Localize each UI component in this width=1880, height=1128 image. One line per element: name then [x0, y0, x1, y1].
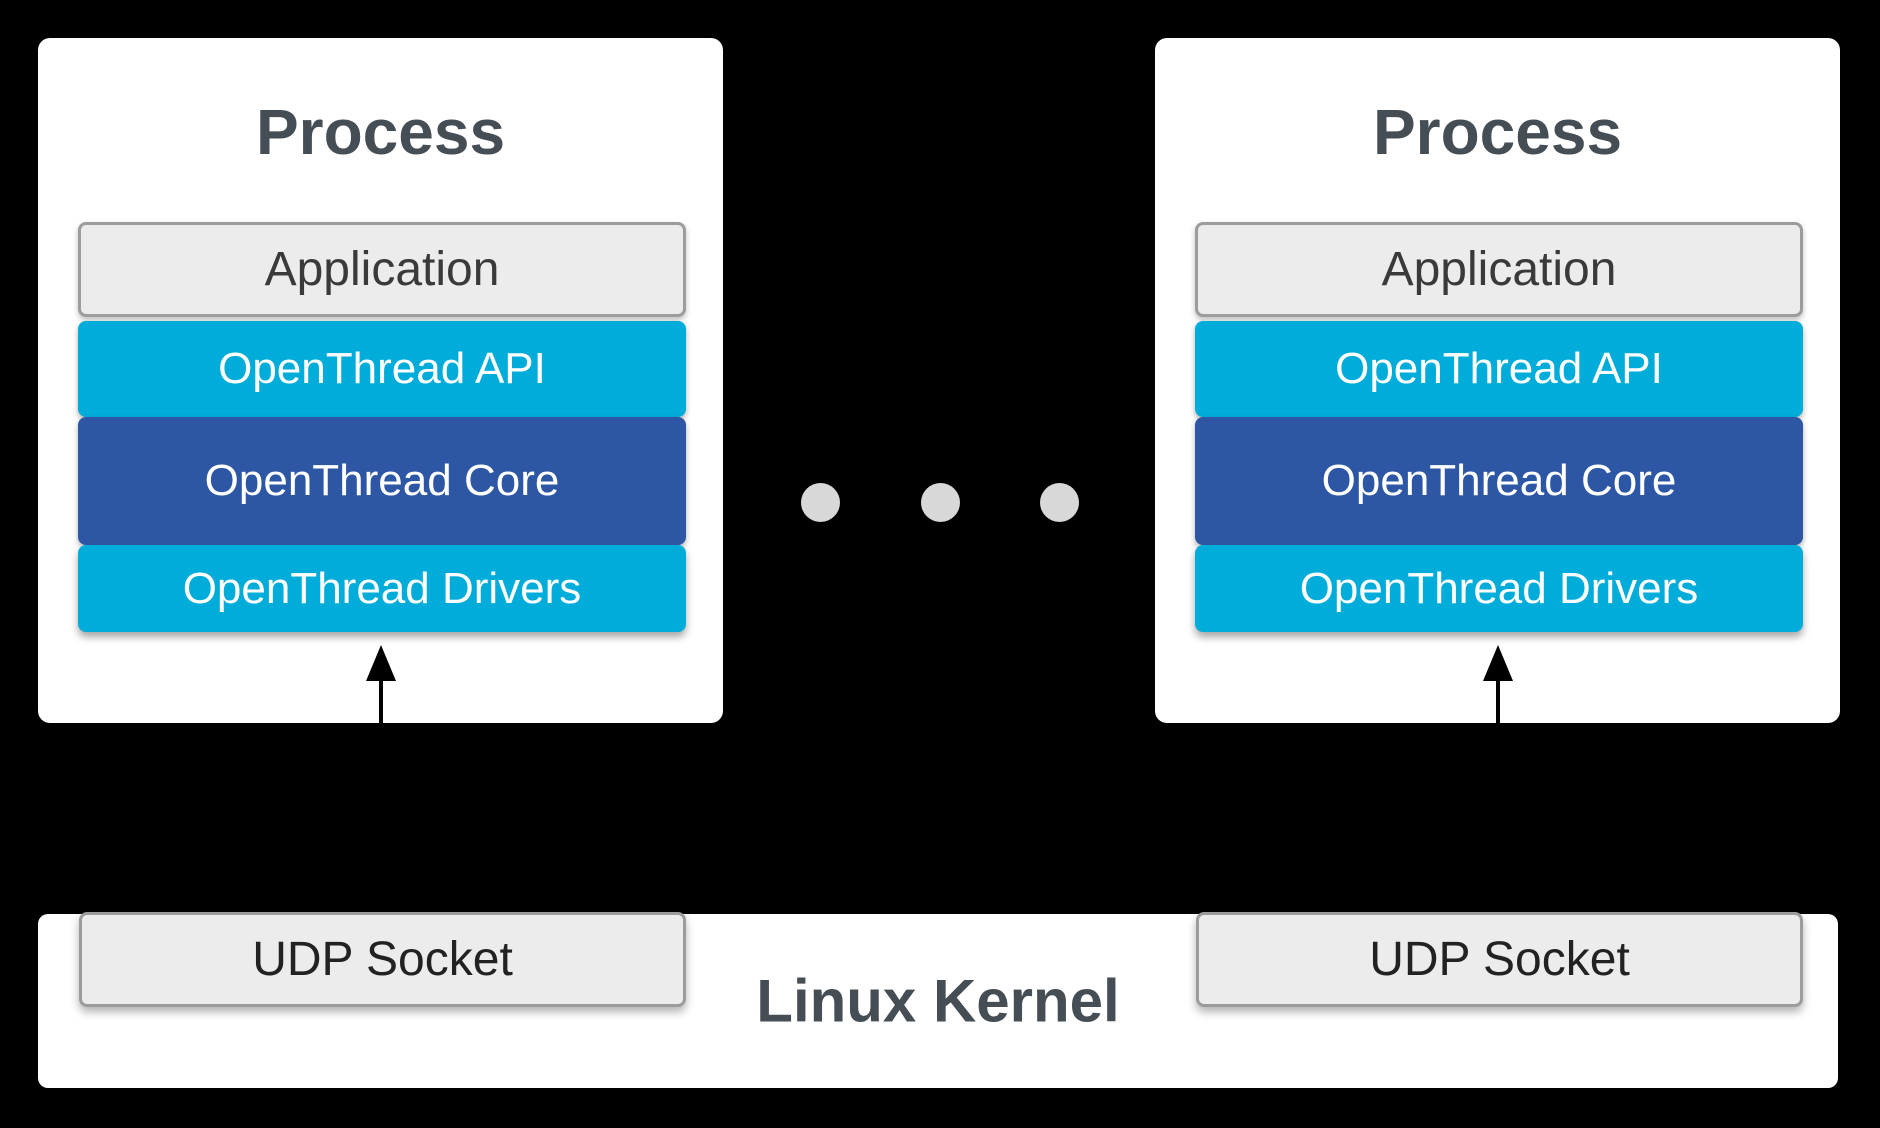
layer-openthread-api-label: OpenThread API — [1335, 344, 1663, 393]
udp-socket-label: UDP Socket — [1369, 933, 1630, 986]
layer-openthread-drivers: OpenThread Drivers — [78, 545, 686, 632]
layer-openthread-drivers-label: OpenThread Drivers — [1299, 563, 1699, 613]
layer-openthread-drivers: OpenThread Drivers — [1195, 545, 1803, 632]
process-panel-right: Process Application OpenThread API OpenT… — [1155, 38, 1840, 723]
layer-openthread-core: OpenThread Core — [1195, 417, 1803, 545]
process-title: Process — [1372, 96, 1623, 168]
layer-openthread-api: OpenThread API — [78, 321, 686, 417]
arrow-head — [1483, 645, 1513, 681]
layer-openthread-core-label: OpenThread Core — [204, 456, 560, 505]
layer-application-label: Application — [1381, 243, 1617, 296]
ellipsis-dot — [920, 483, 960, 522]
layer-openthread-drivers-label: OpenThread Drivers — [182, 563, 582, 613]
ellipsis-dot — [801, 483, 840, 522]
layer-application: Application — [78, 222, 686, 317]
linux-kernel-label: Linux Kernel — [756, 967, 1120, 1035]
udp-socket-right: UDP Socket — [1196, 912, 1803, 1007]
layer-application-label: Application — [264, 243, 500, 296]
arrow-shaft — [379, 681, 383, 723]
process-panel-left: Process Application OpenThread API OpenT… — [38, 38, 723, 723]
arrow-head — [366, 645, 396, 681]
layer-application: Application — [1195, 222, 1803, 317]
up-arrow-icon — [1483, 645, 1513, 723]
linux-kernel-bar: Linux Kernel UDP Socket UDP Socket — [38, 912, 1838, 1088]
layer-stack: Application OpenThread API OpenThread Co… — [78, 222, 686, 632]
ellipsis-dot — [1040, 483, 1079, 522]
up-arrow-icon — [366, 645, 396, 723]
layer-stack: Application OpenThread API OpenThread Co… — [1195, 222, 1803, 632]
layer-openthread-core: OpenThread Core — [78, 417, 686, 545]
process-title: Process — [255, 96, 506, 168]
udp-socket-label: UDP Socket — [252, 933, 513, 986]
udp-socket-left: UDP Socket — [79, 912, 686, 1007]
arrow-shaft — [1496, 681, 1500, 723]
layer-openthread-api-label: OpenThread API — [218, 344, 546, 393]
ellipsis-dots — [801, 483, 1079, 522]
layer-openthread-api: OpenThread API — [1195, 321, 1803, 417]
layer-openthread-core-label: OpenThread Core — [1321, 456, 1677, 505]
